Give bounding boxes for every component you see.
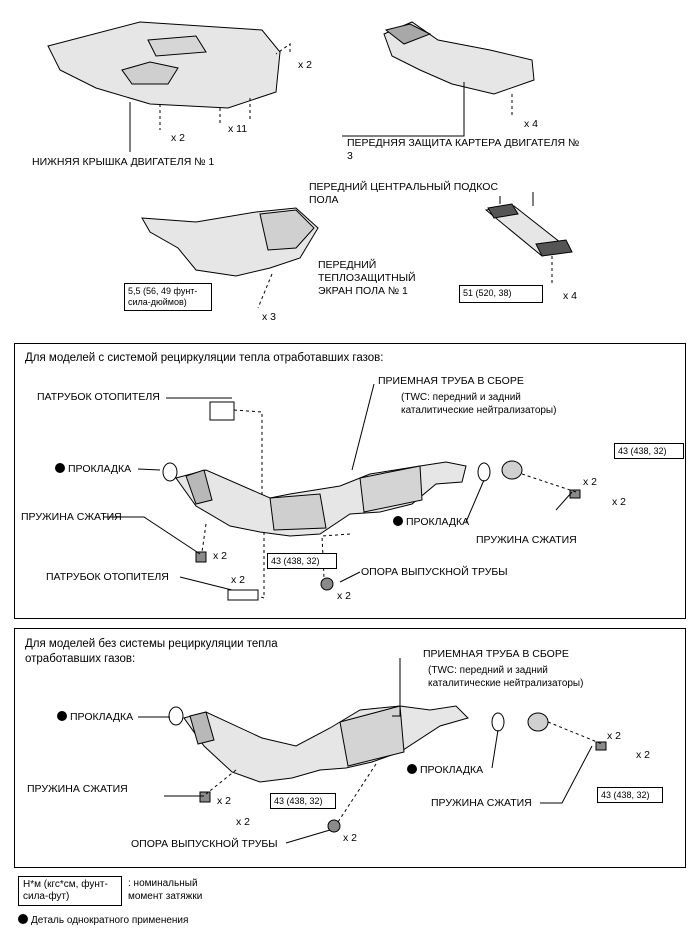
p1-qty-bolt-left: x 2 bbox=[231, 574, 246, 586]
heat-torque-line1: 5,5 (56, 49 фунт- bbox=[128, 286, 198, 296]
legend-single-use-text: Деталь однократного применения bbox=[31, 915, 189, 926]
engine-under-cover-label: НИЖНЯЯ КРЫШКА ДВИГАТЕЛЯ № 1 bbox=[32, 156, 215, 168]
legend-torque-line1: Н*м (кгс*см, фунт- bbox=[23, 879, 108, 890]
p2-spring-right-label: ПРУЖИНА СЖАТИЯ bbox=[431, 797, 532, 809]
legend-torque-box: Н*м (кгс*см, фунт- сила-фут) bbox=[18, 876, 122, 906]
p2-spring-left-label: ПРУЖИНА СЖАТИЯ bbox=[27, 783, 128, 795]
p1-qty-bolt-right: x 2 bbox=[612, 496, 627, 508]
p1-spring-right-label: ПРУЖИНА СЖАТИЯ bbox=[476, 534, 577, 546]
panel1-title: Для моделей с системой рециркуляции тепл… bbox=[25, 352, 384, 364]
p1-torque-right-box: 43 (438, 32) bbox=[614, 443, 684, 459]
single-use-marker-icon bbox=[18, 914, 28, 924]
legend-torque-desc-line1: : номинальный bbox=[128, 878, 198, 889]
p1-gasket-mid-label: ПРОКЛАДКА bbox=[393, 516, 469, 529]
heat-insulator-label-line1: ПЕРЕДНИЙ bbox=[318, 259, 377, 271]
p1-qty-spring-right: x 2 bbox=[583, 476, 598, 488]
p1-spring-left-label: ПРУЖИНА СЖАТИЯ bbox=[21, 511, 122, 523]
p1-qty-support: x 2 bbox=[337, 590, 352, 602]
p1-front-pipe-label: ПРИЕМНАЯ ТРУБА В СБОРЕ bbox=[378, 375, 524, 387]
p2-twc-line2: каталитические нейтрализаторы) bbox=[428, 678, 584, 689]
p2-qty-spring-left: x 2 bbox=[217, 795, 232, 807]
qty-cover-bolt-right: x 2 bbox=[298, 59, 313, 71]
panel2-title-line2: отработавших газов: bbox=[25, 653, 136, 665]
heat-insulator-torque-box: 5,5 (56, 49 фунт- сила-дюймов) bbox=[124, 283, 212, 311]
single-use-marker-icon bbox=[57, 711, 67, 721]
brace-label-line2: ПОЛА bbox=[309, 194, 339, 206]
p2-torque-right-box: 43 (438, 32) bbox=[597, 787, 663, 803]
p1-qty-spring-left: x 2 bbox=[213, 550, 228, 562]
single-use-marker-icon bbox=[55, 463, 65, 473]
p1-torque-left-box: 43 (438, 32) bbox=[267, 553, 337, 569]
qty-brace-bolt: x 4 bbox=[563, 290, 578, 302]
qty-cover-bolt-mid: x 11 bbox=[228, 123, 248, 135]
single-use-marker-icon bbox=[393, 516, 403, 526]
brace-label-line1: ПЕРЕДНИЙ ЦЕНТРАЛЬНЫЙ ПОДКОС bbox=[309, 181, 499, 193]
brace-torque-box: 51 (520, 38) bbox=[459, 285, 543, 303]
crankcase-label-line2: 3 bbox=[347, 150, 353, 162]
panel2-title-line1: Для моделей без системы рециркуляции теп… bbox=[25, 638, 278, 650]
p2-gasket-left-text: ПРОКЛАДКА bbox=[70, 711, 134, 723]
heat-insulator-label-line3: ЭКРАН ПОЛА № 1 bbox=[318, 285, 408, 297]
panel-with-exhaust-heat-recirculation bbox=[14, 343, 686, 619]
heat-torque-line2: сила-дюймов) bbox=[128, 297, 187, 307]
p1-twc-line2: каталитические нейтрализаторы) bbox=[401, 405, 557, 416]
heat-insulator-label-line2: ТЕПЛОЗАЩИТНЫЙ bbox=[318, 272, 416, 284]
qty-heat-insulator-nut: x 3 bbox=[262, 311, 277, 323]
legend-torque-desc-line2: момент затяжки bbox=[128, 891, 203, 902]
p2-qty-bolt-right: x 2 bbox=[636, 749, 651, 761]
qty-cover-bolt-left: x 2 bbox=[171, 132, 186, 144]
p2-support-label: ОПОРА ВЫПУСКНОЙ ТРУБЫ bbox=[131, 838, 278, 850]
p1-support-label: ОПОРА ВЫПУСКНОЙ ТРУБЫ bbox=[361, 566, 508, 578]
single-use-marker-icon bbox=[407, 764, 417, 774]
qty-crankcase-bolt: x 4 bbox=[524, 118, 539, 130]
legend-single-use: Деталь однократного применения bbox=[18, 914, 188, 927]
p1-gasket-mid-text: ПРОКЛАДКА bbox=[406, 516, 470, 528]
legend-torque-line2: сила-фут) bbox=[23, 891, 70, 902]
p2-qty-spring-right: x 2 bbox=[607, 730, 622, 742]
crankcase-label-line1: ПЕРЕДНЯЯ ЗАЩИТА КАРТЕРА ДВИГАТЕЛЯ № bbox=[347, 137, 580, 149]
p2-gasket-left-label: ПРОКЛАДКА bbox=[57, 711, 133, 724]
p1-gasket-left-label: ПРОКЛАДКА bbox=[55, 463, 131, 476]
p1-heater-pipe-bottom-label: ПАТРУБОК ОТОПИТЕЛЯ bbox=[46, 571, 169, 583]
p2-front-pipe-label: ПРИЕМНАЯ ТРУБА В СБОРЕ bbox=[423, 648, 569, 660]
p2-qty-support: x 2 bbox=[343, 832, 358, 844]
p2-gasket-mid-text: ПРОКЛАДКА bbox=[420, 764, 484, 776]
p1-gasket-left-text: ПРОКЛАДКА bbox=[68, 463, 132, 475]
p2-twc-line1: (TWC: передний и задний bbox=[428, 665, 548, 676]
p2-qty-bolt-left: x 2 bbox=[236, 816, 251, 828]
p1-twc-line1: (TWC: передний и задний bbox=[401, 392, 521, 403]
p2-torque-left-box: 43 (438, 32) bbox=[270, 793, 336, 809]
p2-gasket-mid-label: ПРОКЛАДКА bbox=[407, 764, 483, 777]
panel-without-exhaust-heat-recirculation bbox=[14, 628, 686, 868]
p1-heater-pipe-top-label: ПАТРУБОК ОТОПИТЕЛЯ bbox=[37, 391, 160, 403]
